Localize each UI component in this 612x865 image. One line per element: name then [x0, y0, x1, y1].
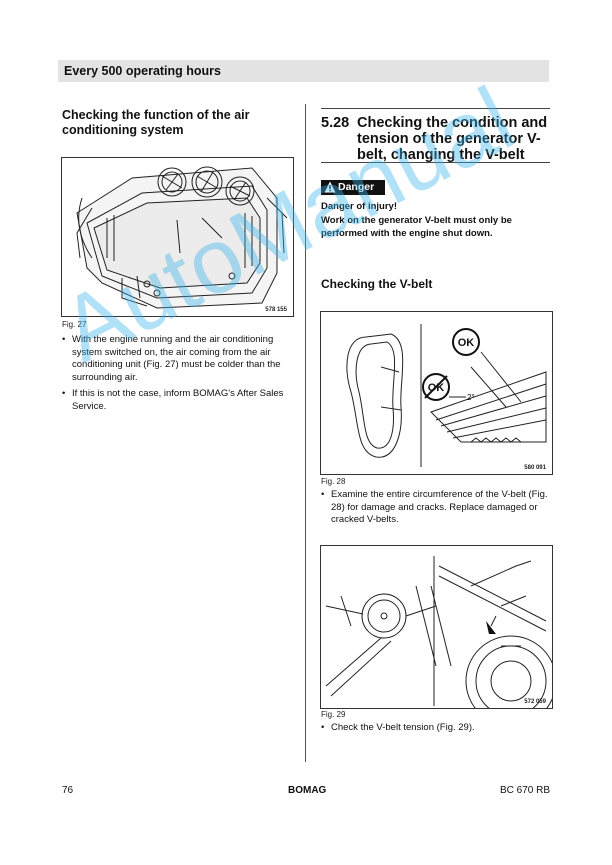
- section-number: 5.28: [321, 115, 350, 131]
- figure-28-caption: Fig. 28: [321, 477, 346, 486]
- warning-triangle-icon: [324, 181, 336, 193]
- danger-injury-line: Danger of injury!: [321, 201, 398, 212]
- figure-28: OK OK 2° 580 091: [320, 311, 553, 475]
- vbelt-condition-illustration: OK OK 2°: [346, 324, 547, 467]
- left-heading: Checking the function of the air conditi…: [62, 108, 250, 137]
- figure-27-caption: Fig. 27: [62, 320, 87, 329]
- left-bullet-item: If this is not the case, inform BOMAG's …: [62, 388, 294, 413]
- subheading-checking-vbelt: Checking the V-belt: [321, 277, 433, 291]
- fig28-bullet-item: Examine the entire circumference of the …: [321, 489, 551, 527]
- figure-28-code: 580 091: [524, 465, 546, 471]
- figure-29: 572 059: [320, 545, 553, 709]
- section-title: Checking the condition and tension of th…: [357, 115, 548, 163]
- fig29-bullet-item: Check the V-belt tension (Fig. 29).: [321, 722, 551, 735]
- air-conditioning-unit-illustration: [76, 166, 288, 309]
- ok-label: OK: [458, 337, 475, 349]
- footer-model: BC 670 RB: [499, 785, 550, 796]
- not-ok-circle-icon: OK: [422, 373, 450, 401]
- left-bullet-list: With the engine running and the air cond…: [62, 334, 294, 417]
- fig28-bullet-list: Examine the entire circumference of the …: [321, 489, 551, 531]
- section-rule-bottom: [321, 162, 550, 163]
- left-bullet-item: With the engine running and the air cond…: [62, 334, 294, 384]
- footer-brand: BOMAG: [288, 785, 327, 796]
- vbelt-tension-illustration: [325, 556, 552, 708]
- danger-badge: Danger: [321, 180, 385, 195]
- danger-label: Danger: [338, 181, 375, 193]
- figure-29-caption: Fig. 29: [321, 710, 346, 719]
- footer-page-number: 76: [62, 785, 74, 796]
- section-header-bar: Every 500 operating hours: [58, 60, 549, 82]
- section-rule-top: [321, 108, 550, 109]
- danger-warning-text: Work on the generator V-belt must only b…: [321, 215, 512, 239]
- ok-circle-icon: OK: [452, 328, 480, 356]
- figure-27-code: 578 155: [265, 307, 287, 313]
- figure-29-code: 572 059: [524, 699, 546, 705]
- column-divider: [305, 104, 306, 762]
- fig29-bullet-list: Check the V-belt tension (Fig. 29).: [321, 722, 551, 739]
- angle-label: 2°: [467, 393, 475, 402]
- header-title: Every 500 operating hours: [64, 64, 222, 78]
- figure-27: 578 155: [61, 157, 294, 317]
